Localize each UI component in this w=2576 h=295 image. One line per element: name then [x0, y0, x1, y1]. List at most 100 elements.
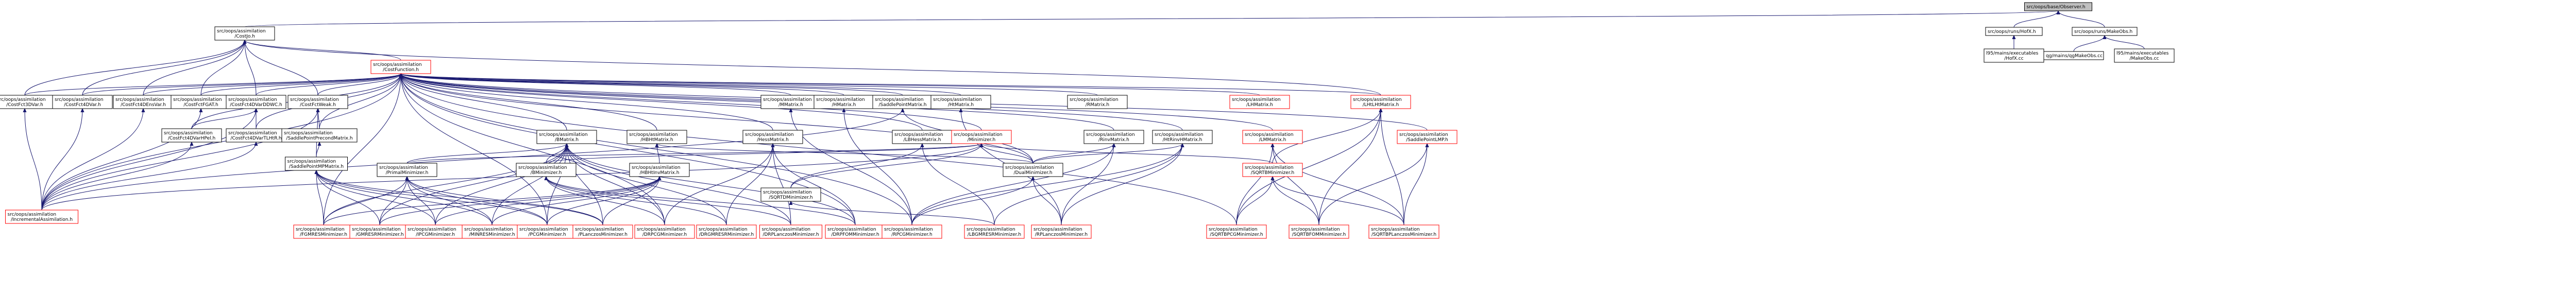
node-label: /CostJo.h [234, 34, 255, 39]
edge-incrementalassim-to-costfct4dvartlhtr [41, 142, 256, 211]
edge-costfct3dvar-to-costfunction [24, 74, 401, 96]
node-costfct4densvar[interactable]: src/oops/assimilation/CostFct4DEnsVar.h [113, 95, 174, 109]
node-label: /IPCGMinimizer.h [416, 232, 455, 237]
node-costfct4dvartlhtr[interactable]: src/oops/assimilation/CostFct4DVarTLHtR.… [226, 128, 286, 143]
node-rmatrix[interactable]: src/oops/assimilation/RMatrix.h [1067, 95, 1128, 109]
nodes-layer: src/oops/base/Observer.hsrc/oops/assimil… [0, 2, 2175, 239]
node-label: /BMatrix.h [555, 137, 579, 143]
node-hofx_cc[interactable]: l95/mains/executables/HofX.cc [1984, 48, 2044, 63]
node-label: /HtMatrix.h [948, 102, 974, 108]
node-label: src/oops/assimilation [884, 227, 933, 232]
node-fgmresminimizer[interactable]: src/oops/assimilation/FGMRESMinimizer.h [293, 224, 354, 239]
node-label: src/oops/assimilation [1086, 132, 1135, 137]
node-label: /BMinimizer.h [531, 170, 562, 176]
node-box [517, 224, 578, 239]
node-lhmatrix[interactable]: src/oops/assimilation/LHMatrix.h [1229, 95, 1290, 109]
node-hbhtmatrix[interactable]: src/oops/assimilation/HBHtMatrix.h [626, 130, 687, 144]
node-minresminimizer[interactable]: src/oops/assimilation/MINRESMinimizer.h [462, 224, 522, 239]
node-costfct4dvar[interactable]: src/oops/assimilation/CostFct4DVar.h [52, 95, 113, 109]
node-box [1985, 27, 2043, 36]
node-sqrtbfomminimizer[interactable]: src/oops/assimilation/SQRTBFOMMinimizer.… [1289, 224, 1349, 239]
node-sqrtdminimizer[interactable]: src/oops/assimilation/SQRTDMinimizer.h [760, 187, 821, 202]
node-sqrtbminimizer[interactable]: src/oops/assimilation/SQRTBMinimizer.h [1242, 163, 1303, 177]
node-sqrtbplanczos[interactable]: src/oops/assimilation/SQRTBPLanczosMinim… [1368, 224, 1439, 239]
node-label: /PCGMinimizer.h [528, 232, 566, 237]
node-label: /HBHtMatrix.h [640, 137, 673, 143]
node-sqrtbpcgminimizer[interactable]: src/oops/assimilation/SQRTBPCGMinimizer.… [1206, 224, 1267, 239]
node-rinvmatrix[interactable]: src/oops/assimilation/RinvMatrix.h [1083, 130, 1144, 144]
node-lbhessmatrix[interactable]: src/oops/assimilation/LBHessMatrix.h [892, 130, 953, 144]
node-box [951, 130, 1012, 144]
edge-gmresrminimizer-to-hbhtinv [379, 177, 659, 225]
node-drpcgminimizer[interactable]: src/oops/assimilation/DRPCGMinimizer.h [634, 224, 695, 239]
node-pcgminimizer[interactable]: src/oops/assimilation/PCGMinimizer.h [517, 224, 578, 239]
node-costfct4dvarddwc[interactable]: src/oops/assimilation/CostFct4DVarDDWC.h [226, 95, 286, 109]
node-label: src/oops/assimilation [1155, 132, 1204, 137]
node-label: /HessMatrix.h [757, 137, 789, 143]
node-incrementalassim[interactable]: src/oops/assimilation/IncrementalAssimil… [5, 210, 78, 224]
node-label: src/oops/assimilation [352, 227, 401, 232]
node-hofx[interactable]: src/oops/runs/HofX.h [1985, 27, 2043, 36]
node-planczosminimizer[interactable]: src/oops/assimilation/PLanczosMinimizer.… [572, 224, 633, 239]
node-box [626, 130, 687, 144]
node-label: /HofX.cc [2004, 56, 2023, 61]
node-drpfomminimizer[interactable]: src/oops/assimilation/DRPFOMMinimizer.h [825, 224, 886, 239]
edge-rpcgminimizer-to-htrinvmatrix [911, 144, 1182, 225]
node-drgmresrminimizer[interactable]: src/oops/assimilation/DRGMRESRMinimizer.… [696, 224, 757, 239]
node-saddlepointmpmatrix[interactable]: src/oops/assimilation/SaddlePointMPMatri… [285, 157, 348, 171]
node-makeobs_cc[interactable]: l95/mains/executables/MakeObs.cc [2114, 48, 2175, 63]
node-rpcgminimizer[interactable]: src/oops/assimilation/RPCGMinimizer.h [882, 224, 942, 239]
node-ipcgminimizer[interactable]: src/oops/assimilation/IPCGMinimizer.h [405, 224, 466, 239]
node-costfctweak[interactable]: src/oops/assimilation/CostFctWeak.h [287, 95, 348, 109]
node-label: src/oops/assimilation [894, 132, 943, 137]
node-costfctfgat[interactable]: src/oops/assimilation/CostFctFGAT.h [171, 95, 231, 109]
node-htmatrix[interactable]: src/oops/assimilation/HtMatrix.h [930, 95, 991, 109]
node-hbhtinv[interactable]: src/oops/assimilation/HBHtInvMatrix.h [629, 163, 690, 177]
node-gmresrminimizer[interactable]: src/oops/assimilation/GMRESRMinimizer.h [349, 224, 410, 239]
node-primalminimizer[interactable]: src/oops/assimilation/PrimalMinimizer.h [377, 163, 437, 177]
node-label: /HBHtInvMatrix.h [640, 170, 680, 176]
node-saddlepointprecond[interactable]: src/oops/assimilation/SaddlePointPrecond… [281, 128, 358, 143]
node-label: src/oops/assimilation [827, 227, 876, 232]
node-makeobs[interactable]: src/oops/runs/MakeObs.h [2072, 27, 2138, 36]
node-hessmatrix[interactable]: src/oops/assimilation/HessMatrix.h [742, 130, 803, 144]
node-label: src/oops/assimilation [1232, 97, 1281, 102]
node-lhtlhtmatrix[interactable]: src/oops/assimilation/LHtLHtMatrix.h [1350, 95, 1411, 109]
node-label: src/oops/assimilation [464, 227, 513, 232]
node-lbgmresrminimizer[interactable]: src/oops/assimilation/LBGMRESRMinimizer.… [964, 224, 1025, 239]
node-hmatrix[interactable]: src/oops/assimilation/HMatrix.h [814, 95, 874, 109]
node-box [377, 163, 437, 177]
node-dualminimizer[interactable]: src/oops/assimilation/DualMinimizer.h [1003, 163, 1063, 177]
node-qgmakeobs[interactable]: qg/mains/qgMakeObs.cc [2043, 51, 2104, 60]
edge-hbhtmatrix-to-costfunction [401, 74, 657, 131]
node-label: src/oops/assimilation [0, 97, 46, 102]
node-drplanczosminimizer[interactable]: src/oops/assimilation/DRPLanczosMinimize… [759, 224, 822, 239]
node-box [293, 224, 354, 239]
node-costjo[interactable]: src/oops/assimilation/CostJo.h [214, 26, 275, 41]
node-minimizer[interactable]: src/oops/assimilation/Minimizer.h [951, 130, 1012, 144]
node-box [2024, 2, 2092, 11]
node-saddlepointmatrix[interactable]: src/oops/assimilation/SaddlePointMatrix.… [872, 95, 933, 109]
node-box [405, 224, 466, 239]
node-label: src/oops/runs/MakeObs.h [2074, 29, 2132, 34]
node-saddlepointlmp[interactable]: src/oops/assimilation/SaddlePointLMP.h [1397, 130, 1458, 144]
node-box [536, 130, 597, 144]
node-costfct4dvarhpel[interactable]: src/oops/assimilation/CostFct4DVarHPel.h [161, 128, 222, 143]
node-label: /RPLanczosMinimizer.h [1035, 232, 1088, 237]
edge-planczosminimizer-to-saddlepointmpmatrix [316, 170, 603, 225]
node-bmatrix[interactable]: src/oops/assimilation/BMatrix.h [536, 130, 597, 144]
node-htrinvmatrix[interactable]: src/oops/assimilation/HtRinvHMatrix.h [1152, 130, 1213, 144]
node-rplanczosminimizer[interactable]: src/oops/assimilation/RPLanczosMinimizer… [1031, 224, 1092, 239]
edge-sqrtbplanczos-to-lhtlhtmatrix [1381, 109, 1404, 225]
node-lmmatrix[interactable]: src/oops/assimilation/LMMatrix.h [1242, 130, 1303, 144]
node-costfct3dvar[interactable]: src/oops/assimilation/CostFct3DVar.h [0, 95, 55, 109]
node-label: /SQRTBPCGMinimizer.h [1210, 232, 1263, 237]
node-bminimizer[interactable]: src/oops/assimilation/BMinimizer.h [516, 163, 577, 177]
node-label: /SQRTBPLanczosMinimizer.h [1371, 232, 1436, 237]
node-costfunction[interactable]: src/oops/assimilation/CostFunction.h [370, 60, 431, 74]
node-box [370, 60, 431, 74]
node-label: /GMRESRMinimizer.h [355, 232, 403, 237]
node-label: src/oops/assimilation [632, 165, 681, 170]
node-mmatrix[interactable]: src/oops/assimilation/MMatrix.h [760, 95, 821, 109]
